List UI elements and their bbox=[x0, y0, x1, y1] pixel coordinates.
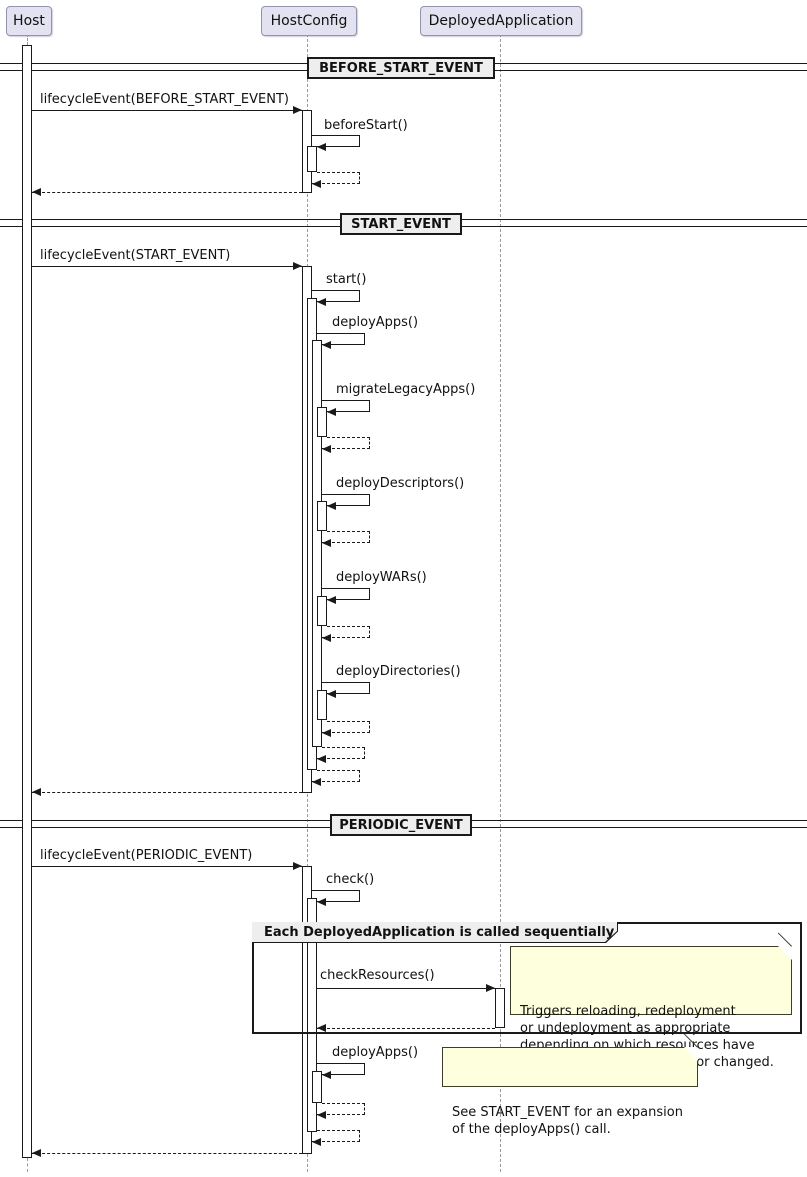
arrowhead-left-icon bbox=[317, 1111, 326, 1119]
message-label: check() bbox=[326, 872, 375, 887]
divider-before-start: BEFORE_START_EVENT bbox=[307, 57, 495, 79]
self-return bbox=[312, 1130, 360, 1146]
participant-deployedapplication-label: DeployedApplication bbox=[428, 13, 574, 29]
message-label: migrateLegacyApps() bbox=[336, 382, 476, 397]
self-call bbox=[322, 494, 370, 510]
arrowhead-right-icon bbox=[486, 984, 495, 992]
message-label: beforeStart() bbox=[324, 118, 408, 133]
hostconfig-activation-descriptors bbox=[317, 501, 327, 531]
participant-deployedapplication: DeployedApplication bbox=[420, 6, 582, 36]
message-label: deployApps() bbox=[332, 1045, 419, 1060]
arrowhead-left-icon bbox=[312, 778, 321, 786]
arrowhead-left-icon bbox=[317, 143, 326, 151]
hostconfig-activation-migrate bbox=[317, 407, 327, 437]
divider-start-label: START_EVENT bbox=[351, 216, 451, 232]
hostconfig-activation-periodic-2 bbox=[307, 898, 317, 1132]
arrowhead-left-icon bbox=[327, 690, 336, 698]
message-label: deployDescriptors() bbox=[336, 476, 465, 491]
self-return bbox=[317, 747, 365, 763]
arrowhead-right-icon bbox=[293, 106, 302, 114]
note-deploy-apps-text: See START_EVENT for an expansion of the … bbox=[452, 1105, 683, 1137]
participant-hostconfig: HostConfig bbox=[261, 6, 357, 36]
arrowhead-left-icon bbox=[322, 539, 331, 547]
return-line bbox=[32, 192, 302, 193]
self-call bbox=[312, 890, 360, 906]
arrowhead-left-icon bbox=[327, 408, 336, 416]
arrowhead-left-icon bbox=[317, 898, 326, 906]
arrowhead-left-icon bbox=[322, 341, 331, 349]
divider-periodic: PERIODIC_EVENT bbox=[330, 814, 472, 836]
host-lifeline-bottom bbox=[27, 1158, 28, 1172]
message-label: deployDirectories() bbox=[336, 664, 461, 679]
self-return bbox=[317, 1103, 365, 1119]
deployedapplication-activation bbox=[495, 988, 505, 1028]
divider-start: START_EVENT bbox=[340, 213, 462, 235]
message-label: lifecycleEvent(PERIODIC_EVENT) bbox=[40, 848, 253, 863]
host-activation bbox=[22, 45, 32, 1158]
note-fold-icon bbox=[778, 946, 792, 960]
arrowhead-left-icon bbox=[317, 1024, 326, 1032]
arrowhead-left-icon bbox=[322, 1071, 331, 1079]
self-call bbox=[322, 682, 370, 698]
message-line bbox=[32, 266, 302, 267]
participant-host-label: Host bbox=[13, 13, 45, 29]
arrowhead-left-icon bbox=[317, 298, 326, 306]
self-call bbox=[322, 588, 370, 604]
message-line bbox=[317, 988, 495, 989]
self-return bbox=[322, 437, 370, 453]
message-label: start() bbox=[326, 272, 367, 287]
hostconfig-activation-wars bbox=[317, 596, 327, 626]
arrowhead-left-icon bbox=[312, 180, 321, 188]
deployedapplication-lifeline bbox=[500, 34, 501, 1172]
divider-before-start-label: BEFORE_START_EVENT bbox=[319, 60, 483, 76]
note-deploy-apps: See START_EVENT for an expansion of the … bbox=[442, 1033, 698, 1137]
self-call bbox=[312, 135, 360, 151]
arrowhead-left-icon bbox=[32, 788, 41, 796]
group-frame-title: Each DeployedApplication is called seque… bbox=[264, 924, 615, 940]
message-line bbox=[32, 866, 302, 867]
arrowhead-left-icon bbox=[32, 1149, 41, 1157]
self-call bbox=[322, 400, 370, 416]
arrowhead-right-icon bbox=[293, 862, 302, 870]
arrowhead-right-icon bbox=[293, 262, 302, 270]
arrowhead-left-icon bbox=[327, 596, 336, 604]
self-call bbox=[317, 1063, 365, 1079]
divider-periodic-label: PERIODIC_EVENT bbox=[339, 817, 463, 833]
arrowhead-left-icon bbox=[322, 634, 331, 642]
arrowhead-left-icon bbox=[312, 1138, 321, 1146]
note-check-resources: Triggers reloading, redeployment or unde… bbox=[510, 932, 792, 1070]
self-return bbox=[322, 721, 370, 737]
return-line bbox=[317, 1028, 495, 1029]
arrowhead-left-icon bbox=[317, 755, 326, 763]
message-line bbox=[32, 110, 302, 111]
hostconfig-activation-before-2 bbox=[307, 146, 317, 172]
host-lifeline-top bbox=[27, 34, 28, 45]
arrowhead-left-icon bbox=[32, 188, 41, 196]
message-label: checkResources() bbox=[320, 968, 435, 983]
participant-hostconfig-label: HostConfig bbox=[270, 13, 348, 29]
arrowhead-left-icon bbox=[322, 729, 331, 737]
self-return bbox=[322, 626, 370, 642]
arrowhead-left-icon bbox=[327, 502, 336, 510]
group-frame-title-tab: Each DeployedApplication is called seque… bbox=[252, 922, 618, 943]
note-fold-icon bbox=[684, 1047, 698, 1061]
hostconfig-activation-start-3 bbox=[312, 340, 322, 747]
return-line bbox=[32, 1153, 302, 1154]
self-return bbox=[312, 172, 360, 188]
arrowhead-left-icon bbox=[322, 445, 331, 453]
self-return bbox=[322, 531, 370, 547]
message-label: lifecycleEvent(START_EVENT) bbox=[40, 248, 231, 263]
hostconfig-activation-directories bbox=[317, 690, 327, 720]
message-label: deployWARs() bbox=[336, 570, 427, 585]
message-label: deployApps() bbox=[332, 315, 419, 330]
self-call bbox=[312, 290, 360, 306]
self-call bbox=[317, 333, 365, 349]
self-return bbox=[312, 770, 360, 786]
return-line bbox=[32, 792, 302, 793]
hostconfig-activation-periodic-3 bbox=[312, 1071, 322, 1103]
message-label: lifecycleEvent(BEFORE_START_EVENT) bbox=[40, 92, 289, 107]
participant-host: Host bbox=[6, 6, 52, 36]
